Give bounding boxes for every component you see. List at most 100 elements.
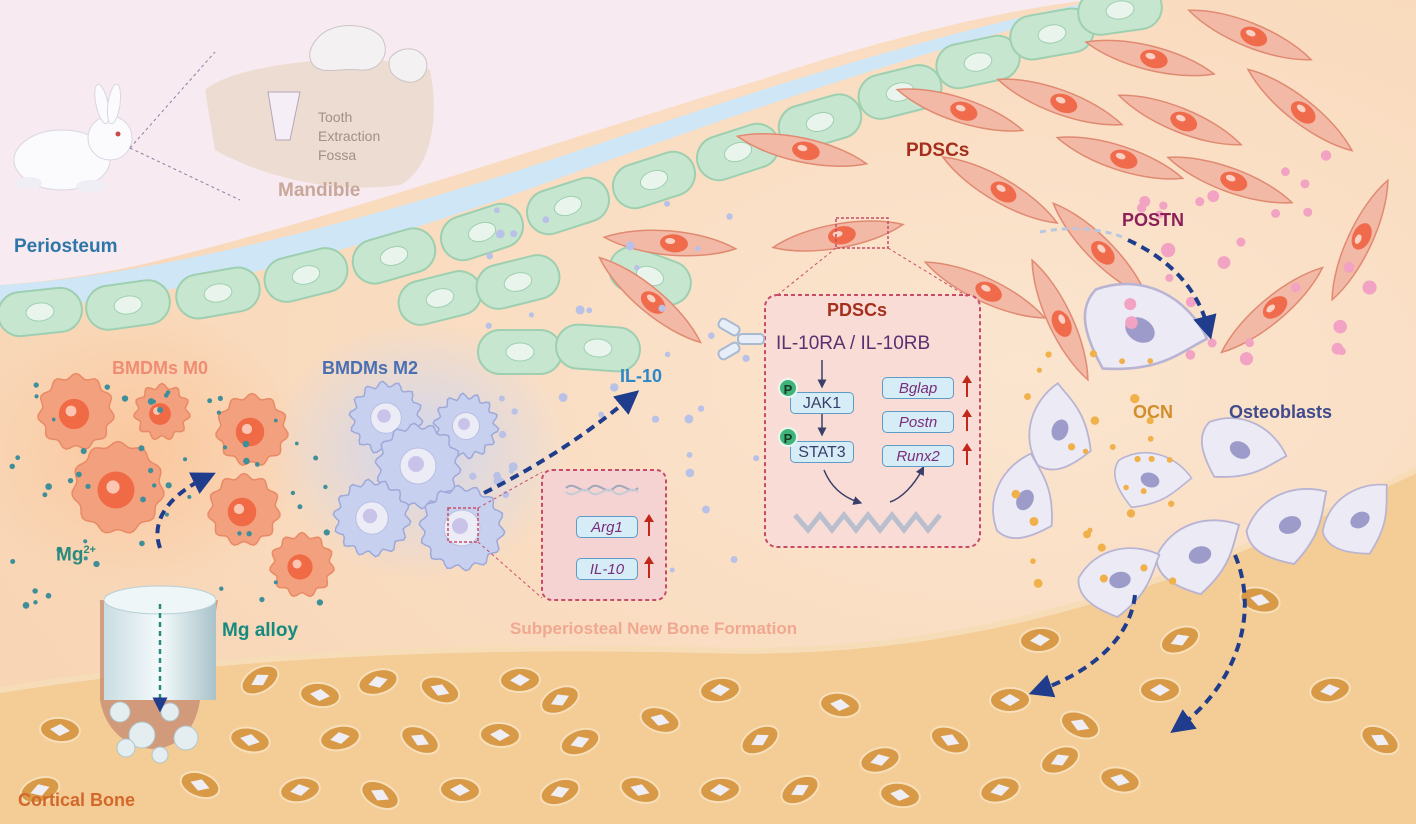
postn-dot — [1300, 179, 1310, 189]
upregulation-arrow-icon — [962, 375, 972, 397]
bone-lacuna — [240, 664, 280, 696]
il10-dot — [684, 414, 694, 424]
il10-dot — [510, 230, 518, 238]
mg-ion-dot — [242, 440, 250, 448]
mg-ion-dot — [259, 596, 265, 603]
postn-dot — [1236, 237, 1246, 247]
bone-lacuna — [499, 666, 541, 694]
bone-lacuna — [989, 686, 1031, 714]
il10-dot — [558, 393, 568, 402]
pdsc-cell — [895, 88, 1025, 132]
pdsc-cell — [1031, 258, 1089, 382]
postn-dot — [1165, 273, 1174, 282]
mg-ion-dot — [140, 496, 146, 503]
mg-ion-dot — [237, 531, 242, 536]
bone-lacuna — [639, 706, 681, 734]
phospho-jak1-icon: P — [778, 378, 798, 398]
il10-dot — [686, 452, 693, 458]
bone-lacuna — [699, 676, 741, 704]
bmdms-m0-label: BMDMs M0 — [112, 358, 209, 378]
osteoblast — [1077, 547, 1161, 619]
ocn-dot — [1168, 500, 1175, 507]
mg-ion-dot — [297, 504, 303, 510]
pdsc-cell — [1187, 9, 1313, 61]
ocn-dot — [1029, 516, 1039, 526]
il10-dot — [730, 556, 738, 563]
postn-dot — [1159, 201, 1168, 210]
il10-dot — [742, 354, 750, 362]
postn-dot — [1185, 350, 1196, 360]
mg-ion-dot — [243, 457, 250, 465]
mg-ion-dot — [42, 492, 48, 498]
ocn-dot — [1090, 416, 1100, 425]
pdsc-cell — [923, 261, 1047, 319]
mg-ion-dot — [323, 529, 330, 536]
mg-ion-dot — [316, 599, 324, 606]
postn-dot — [1155, 210, 1164, 219]
il10-dot — [575, 305, 585, 315]
periosteum-cell — [1077, 0, 1163, 36]
mg-ion-dot — [34, 394, 39, 399]
periosteum-cell — [439, 202, 525, 262]
mg-ion-dot — [80, 447, 87, 455]
postn-dot — [1124, 298, 1137, 311]
bone-lacuna — [539, 777, 581, 807]
stat3-node: STAT3 — [790, 441, 854, 463]
mg-ion-label: Mg2+ — [56, 544, 96, 566]
pdsc-cell — [1055, 136, 1185, 180]
postn-dot — [1185, 296, 1197, 308]
mg-ion-dot — [219, 586, 224, 591]
subperiosteal-label: Subperiosteal New Bone Formation — [510, 619, 798, 638]
m0-macrophage — [207, 472, 281, 547]
gene-bglap: Bglap — [882, 377, 954, 399]
periosteum-cell — [351, 227, 437, 285]
periosteum-cell — [477, 329, 563, 375]
bone-lacuna — [279, 776, 321, 804]
osteoblast — [1201, 417, 1288, 478]
il10-dot — [625, 241, 635, 251]
rabbit-illustration — [13, 51, 241, 201]
ocn-dot — [1097, 543, 1106, 552]
mg-alloy-implant — [100, 585, 218, 764]
postn-dot — [1362, 280, 1377, 295]
mg-ion-dot — [85, 483, 91, 489]
bone-lacuna — [1060, 710, 1100, 740]
mg-ion-dot — [290, 490, 296, 496]
postn-dot — [1337, 347, 1346, 356]
pdsc-inset-title: PDSCs — [827, 300, 888, 320]
upregulation-arrow-icon — [644, 514, 654, 536]
ocn-dot — [1030, 558, 1036, 564]
postn-dot — [1343, 261, 1355, 273]
m0-macrophage — [269, 531, 335, 598]
bone-lacuna — [479, 721, 521, 749]
ocn-dot — [1011, 489, 1021, 499]
mg-alloy-label: Mg alloy — [222, 620, 299, 641]
mg-ion-dot — [121, 395, 129, 402]
il10-dot — [634, 265, 640, 271]
cortical-bone-label: Cortical Bone — [18, 790, 136, 810]
bone-lacuna — [299, 681, 341, 709]
ocn-label: OCN — [1133, 402, 1173, 422]
mg-ion-dot — [33, 382, 39, 388]
bone-lacuna — [400, 725, 440, 755]
mg-ion-dot — [246, 530, 252, 537]
il10-dot — [708, 332, 715, 339]
pdsc-cell — [941, 156, 1059, 224]
il10-dot — [726, 213, 733, 220]
mg-ion-dot — [45, 592, 52, 599]
gene-runx2: Runx2 — [882, 445, 954, 467]
postn-dot — [1281, 167, 1290, 177]
upregulation-arrow-icon — [962, 443, 972, 465]
postn-dot — [1207, 190, 1220, 203]
postn-dot — [1207, 338, 1217, 348]
postn-dot — [1217, 256, 1231, 269]
mg-ion-dot — [10, 558, 16, 565]
ocn-dot — [1033, 578, 1043, 588]
osteoblast — [1114, 452, 1193, 509]
bone-lacuna — [619, 776, 661, 804]
postn-dot — [1303, 207, 1313, 217]
il10-dot — [542, 216, 550, 224]
mg-ion-dot — [273, 418, 278, 423]
postn-dot — [1195, 197, 1205, 207]
